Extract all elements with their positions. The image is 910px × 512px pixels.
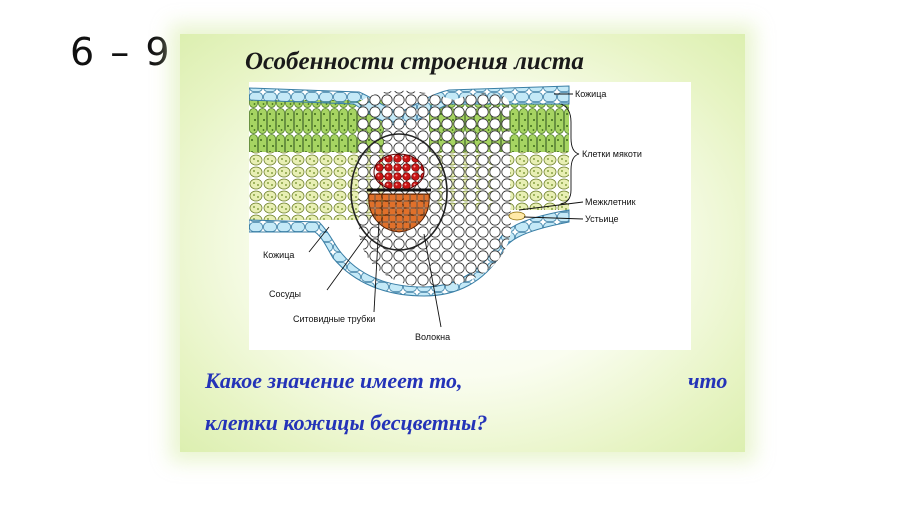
- label-mesophyll: Клетки мякоти: [582, 149, 642, 159]
- stoma: [508, 211, 526, 221]
- leader-lines: [308, 93, 584, 328]
- label-sieve-tubes: Ситовидные трубки: [293, 314, 375, 324]
- xylem-vessels: [373, 153, 425, 191]
- slide-title: Особенности строения листа: [245, 48, 584, 75]
- leaf-cross-section-figure: Кожица Клетки мякоти Межклетник Устьице …: [249, 82, 691, 350]
- label-vessels: Сосуды: [269, 289, 301, 299]
- question-line-1-end: что: [688, 368, 728, 393]
- bundle-sheath: [350, 133, 448, 251]
- label-epidermis-bottom: Кожица: [263, 250, 294, 260]
- slide-number: 6 – 9: [70, 30, 172, 74]
- label-fibers: Волокна: [415, 332, 450, 342]
- question-line-1-start: Какое значение имеет то,: [205, 368, 463, 393]
- label-epidermis-top: Кожица: [575, 89, 606, 99]
- label-intercellular: Межклетник: [585, 197, 636, 207]
- label-stoma: Устьице: [585, 214, 619, 224]
- phloem-sieve-tubes: [367, 188, 431, 233]
- lower-epidermis: [249, 209, 570, 297]
- leaf-diagram: Кожица Клетки мякоти Межклетник Устьице …: [249, 85, 642, 342]
- question-line-2: клетки кожицы бесцветны?: [205, 410, 488, 435]
